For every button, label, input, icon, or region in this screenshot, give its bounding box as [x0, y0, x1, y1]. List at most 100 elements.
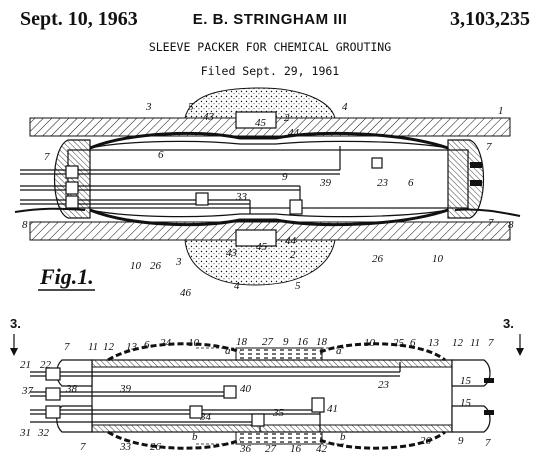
svg-text:43: 43: [226, 247, 238, 259]
svg-text:38: 38: [65, 383, 78, 395]
svg-text:7: 7: [488, 337, 494, 349]
svg-text:31: 31: [19, 427, 31, 439]
sleeve-bottom: [89, 208, 449, 227]
svg-text:26: 26: [420, 435, 432, 447]
svg-text:12: 12: [452, 337, 464, 349]
sleeve-top-inner: [89, 140, 449, 149]
grout-zone-bottom: [184, 239, 336, 286]
svg-text:36: 36: [239, 443, 252, 455]
svg-text:7: 7: [44, 151, 50, 163]
svg-text:2: 2: [284, 112, 290, 124]
svg-text:7: 7: [488, 217, 494, 229]
svg-text:26: 26: [150, 260, 162, 272]
svg-text:7: 7: [485, 437, 491, 449]
svg-text:1: 1: [498, 105, 504, 117]
end-cap-left: [54, 139, 91, 219]
grout-zone-top: [184, 87, 336, 119]
svg-text:9: 9: [283, 336, 289, 348]
patent-title: SLEEVE PACKER FOR CHEMICAL GROUTING: [148, 40, 392, 54]
svg-text:8: 8: [508, 219, 514, 231]
fig1-ref-numerals: 3 5 4 1 43 45 2 44 7 7 6 6 9 23 33 39 8 …: [22, 101, 514, 299]
svg-text:7: 7: [486, 141, 492, 153]
svg-text:16: 16: [290, 443, 302, 455]
svg-text:15: 15: [460, 397, 472, 409]
svg-text:13: 13: [126, 341, 138, 353]
end-cap-right: [447, 139, 484, 219]
svg-text:27: 27: [265, 443, 277, 455]
svg-text:22: 22: [40, 359, 52, 371]
svg-text:10: 10: [364, 337, 376, 349]
fig1-label: Fig.1.: [39, 264, 94, 289]
svg-text:21: 21: [20, 359, 31, 371]
svg-text:4: 4: [342, 101, 348, 113]
patent-date: Sept. 10, 1963: [20, 8, 138, 30]
svg-text:9: 9: [282, 171, 288, 183]
svg-text:10: 10: [432, 253, 444, 265]
figure-2: 3. 3.: [10, 316, 524, 455]
svg-text:4: 4: [234, 280, 240, 292]
svg-text:37: 37: [21, 385, 34, 397]
svg-text:39: 39: [319, 177, 332, 189]
port-top: [235, 111, 277, 129]
inventor-name: E. B. STRINGHAM III: [192, 11, 348, 28]
svg-text:6: 6: [410, 337, 416, 349]
svg-text:43: 43: [203, 111, 215, 123]
svg-text:26: 26: [372, 253, 384, 265]
svg-text:25: 25: [393, 337, 405, 349]
svg-text:7: 7: [64, 341, 70, 353]
svg-text:44: 44: [285, 235, 297, 247]
svg-text:15: 15: [460, 375, 472, 387]
svg-text:33: 33: [235, 191, 248, 203]
section-label-left: 3.: [10, 316, 21, 331]
svg-text:11: 11: [88, 341, 98, 353]
sleeve-bottom-inner: [89, 209, 449, 218]
filed-date: Filed Sept. 29, 1961: [200, 64, 340, 78]
svg-text:18: 18: [316, 336, 328, 348]
svg-text:5: 5: [295, 280, 301, 292]
svg-text:13: 13: [428, 337, 440, 349]
svg-text:34: 34: [199, 411, 212, 423]
svg-text:11: 11: [470, 337, 480, 349]
fig2-ref-numerals: 7 11 12 13 6 24 10 a 18 27 9 16 18 a 10 …: [19, 336, 494, 455]
svg-text:12: 12: [103, 341, 115, 353]
svg-text:24: 24: [160, 337, 172, 349]
section-label-right: 3.: [503, 316, 514, 331]
svg-text:45: 45: [255, 117, 267, 129]
svg-text:18: 18: [236, 336, 248, 348]
svg-text:35: 35: [272, 407, 285, 419]
cable-left: [14, 207, 86, 213]
svg-text:b: b: [340, 431, 346, 443]
svg-text:8: 8: [22, 219, 28, 231]
svg-text:45: 45: [256, 241, 268, 253]
svg-text:41: 41: [327, 403, 338, 415]
svg-text:6: 6: [158, 149, 164, 161]
svg-text:33: 33: [119, 441, 132, 453]
svg-text:32: 32: [37, 427, 50, 439]
svg-text:23: 23: [377, 177, 389, 189]
svg-text:3: 3: [175, 256, 182, 268]
port-bottom: [235, 229, 277, 247]
svg-text:10: 10: [130, 260, 142, 272]
svg-text:39: 39: [119, 383, 132, 395]
svg-text:6: 6: [144, 339, 150, 351]
svg-text:23: 23: [378, 379, 390, 391]
svg-text:10: 10: [188, 337, 200, 349]
svg-text:46: 46: [180, 287, 192, 299]
svg-text:5: 5: [188, 101, 194, 113]
svg-text:2: 2: [290, 249, 296, 261]
svg-text:b: b: [192, 431, 198, 443]
cable-right: [454, 208, 521, 217]
svg-text:40: 40: [240, 383, 252, 395]
svg-text:6: 6: [408, 177, 414, 189]
svg-text:44: 44: [288, 127, 300, 139]
svg-text:16: 16: [297, 336, 309, 348]
svg-text:27: 27: [262, 336, 274, 348]
svg-text:42: 42: [316, 443, 328, 455]
svg-text:9: 9: [458, 435, 464, 447]
svg-text:3: 3: [145, 101, 152, 113]
svg-text:26: 26: [150, 441, 162, 453]
patent-number: 3,103,235: [450, 8, 530, 30]
svg-text:a: a: [225, 345, 231, 357]
figure-1: 3 5 4 1 43 45 2 44 7 7 6 6 9 23 33 39 8 …: [14, 87, 521, 299]
